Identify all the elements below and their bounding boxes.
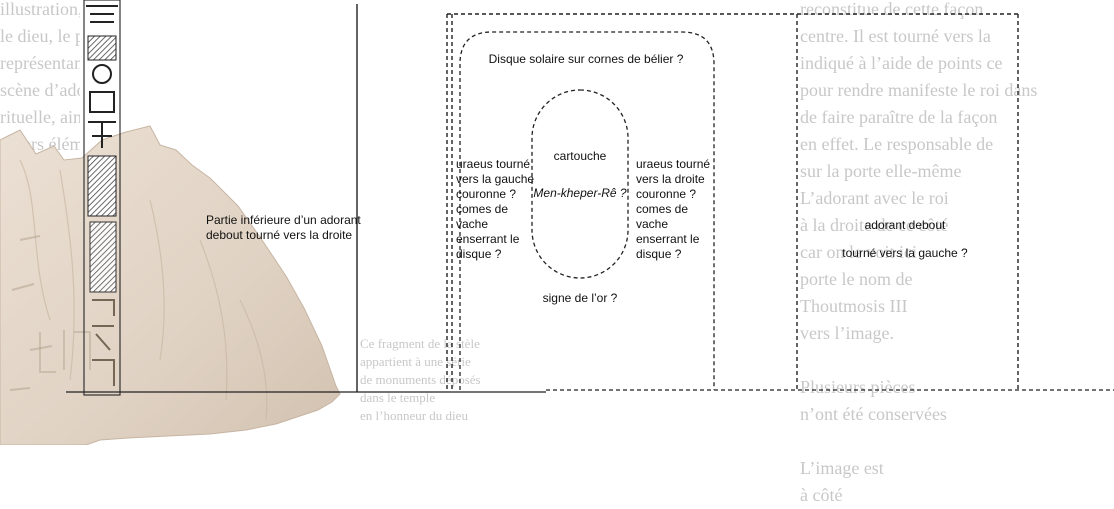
inner-panel <box>459 31 715 390</box>
label-adorant-debout: adorant debout <box>864 218 946 232</box>
background-text-line: porte le nom de <box>800 269 913 289</box>
stone-fragment <box>0 125 341 445</box>
background-text-line: le dieu, le prêtre <box>0 26 80 46</box>
label-men-kheper-re: Men-kheper-Rê ? <box>533 186 627 200</box>
background-text-line: de monuments déposés <box>360 372 481 387</box>
background-text-line: n’ont été conservées <box>800 404 947 424</box>
background-text-line: L’adorant avec le roi <box>800 188 949 208</box>
background-text-line: à la droite de ce côté <box>800 215 949 235</box>
background-text-line: dans le temple <box>360 390 436 405</box>
background-text-line: appartient à une série <box>360 354 471 369</box>
background-text-middle: Ce fragment de la stèle appartient à une … <box>360 335 560 425</box>
background-text-line: rituelle, ainsi que <box>0 107 80 127</box>
background-text-line: indiqué à l’aide de points ce <box>800 53 1003 73</box>
background-text-line: scène d’adoration <box>0 80 80 100</box>
background-text-line: illustration, sculptée <box>0 0 80 19</box>
cartouche-shape <box>531 89 629 279</box>
label-uraeus-droite: uraeus tourné vers la droite couronne ? … <box>636 157 711 261</box>
reconstruction-diagram <box>0 0 1114 445</box>
hieroglyph-column <box>83 0 121 396</box>
background-text-line: Ce fragment de la stèle <box>360 336 480 351</box>
background-text-line: car on le voit ici <box>800 242 917 262</box>
background-text-line: à côté <box>800 485 843 505</box>
label-tourne-gauche: tourné vers la gauche ? <box>842 246 968 260</box>
background-text-line: centre. Il est tourné vers la <box>800 26 991 46</box>
background-text-line: L’image est <box>800 458 884 478</box>
background-text-line: en l’honneur du dieu <box>360 408 468 423</box>
background-text-line: Thoutmosis III <box>800 296 908 316</box>
background-text-line: de faire paraître de la façon <box>800 107 998 127</box>
background-text-line: en effet. Le responsable de <box>800 134 994 154</box>
background-text-line: sur la porte elle-même <box>800 161 962 181</box>
label-uraeus-gauche: uraeus tourné vers la gauche couronne ? … <box>456 157 535 261</box>
background-text-line: Plusieurs pièces <box>800 377 916 397</box>
label-partie-inferieure: Partie inférieure d’un adorant debout to… <box>206 213 361 242</box>
background-text-line: vers l’image. <box>800 323 894 343</box>
label-disque-solaire: Disque solaire sur cornes de bélier ? <box>488 52 684 66</box>
background-text-line: représentant une <box>0 53 80 73</box>
stele-outline <box>446 13 1019 390</box>
label-signe-or: signe de l’or ? <box>542 291 618 305</box>
background-text-line: pour rendre manifeste le roi dans <box>800 80 1038 100</box>
label-cartouche: cartouche <box>553 149 607 163</box>
